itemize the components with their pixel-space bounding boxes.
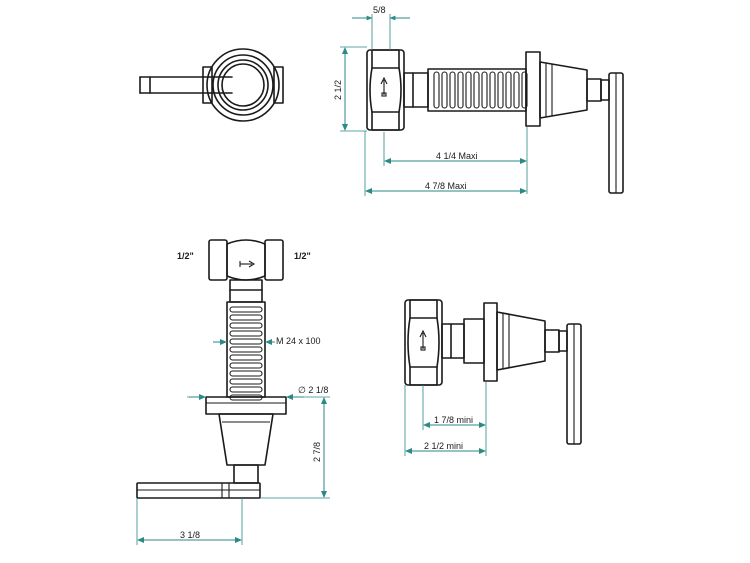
bellows-rib [229,362,263,369]
dim-handle-length: 3 1/8 [180,530,200,540]
dim-flange-diameter: ∅ 2 1/8 [298,385,328,395]
bellows-rib [521,71,528,109]
bellows-rib [229,314,263,321]
bellows-rib [229,378,263,385]
bellows-rib [433,71,440,109]
side-view-mini [404,299,582,445]
bellows-rib [449,71,456,109]
bellows-rib [441,71,448,109]
dimensions-top: 5/8 2 1/2 4 1/4 Maxi 4 7/8 Maxi [333,5,528,196]
bellows-rib [229,370,263,377]
bellows-rib [229,330,263,337]
bellows-rib [465,71,472,109]
dim-mini-length-outer: 2 1/2 mini [424,441,463,451]
bellows-rib [229,306,263,313]
end-view [139,48,284,122]
bellows-rib [229,346,263,353]
dim-top-length-inner: 4 1/4 Maxi [436,151,478,161]
dim-mini-length-inner: 1 7/8 mini [434,415,473,425]
bellows-rib [497,71,504,109]
bellows-rib [229,338,263,345]
label-port-left: 1/2" [177,251,194,261]
bellows-rib [489,71,496,109]
dim-thread-spec: M 24 x 100 [276,336,321,346]
bellows-rib [481,71,488,109]
bellows-rib [229,386,263,393]
dim-top-width: 5/8 [373,5,386,15]
side-view-top [366,49,624,194]
bellows-rib [473,71,480,109]
bellows-rib [457,71,464,109]
front-view: 1/2" 1/2" [136,239,311,499]
bellows-rib [505,71,512,109]
label-port-right: 1/2" [294,251,311,261]
dim-top-length-outer: 4 7/8 Maxi [425,181,467,191]
dim-front-height: 2 7/8 [312,442,322,462]
bellows-rib [229,322,263,329]
dimensions-front: M 24 x 100 ∅ 2 1/8 2 7/8 3 1/8 [136,336,330,545]
dim-top-height: 2 1/2 [333,80,343,100]
bellows-rib [229,354,263,361]
dimensions-mini: 1 7/8 mini 2 1/2 mini [404,382,487,456]
bellows-rib [513,71,520,109]
